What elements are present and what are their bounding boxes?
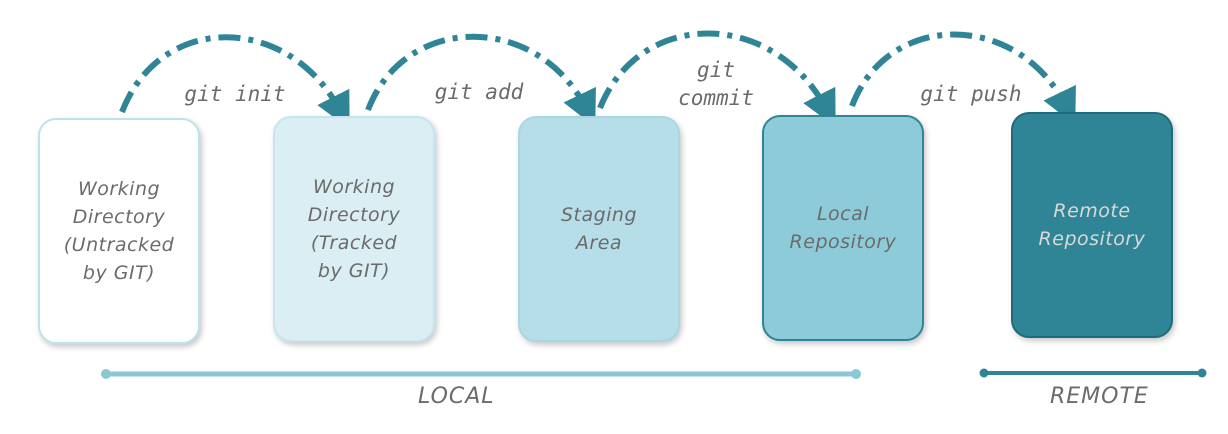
arrow-git-commit [597,30,836,127]
group-label-local: LOCAL [418,384,495,409]
box-label: Local Repository [789,203,897,253]
box-local-repository: Local Repository [762,115,924,341]
remote-range-bar [979,368,1207,378]
box-remote-repository: Remote Repository [1011,112,1173,338]
box-working-directory-untracked: Working Directory (Untracked by GIT) [38,118,200,344]
command-label-git-commit: git commit [678,58,754,110]
box-working-directory-tracked: Working Directory (Tracked by GIT) [273,116,435,342]
command-label-git-add: git add [434,80,524,104]
box-staging-area: Staging Area [518,116,680,342]
command-label-git-push: git push [920,82,1022,106]
box-label: Staging Area [560,204,638,254]
command-label-git-init: git init [184,82,286,106]
arrow-git-init [119,34,350,129]
group-label-remote: REMOTE [1050,384,1149,409]
arrow-git-push [849,31,1076,126]
box-label: Working Directory (Tracked by GIT) [307,176,401,282]
arrow-git-add [365,33,596,128]
local-range-bar [101,369,861,379]
box-label: Remote Repository [1038,200,1146,250]
box-label: Working Directory (Untracked by GIT) [63,178,175,284]
